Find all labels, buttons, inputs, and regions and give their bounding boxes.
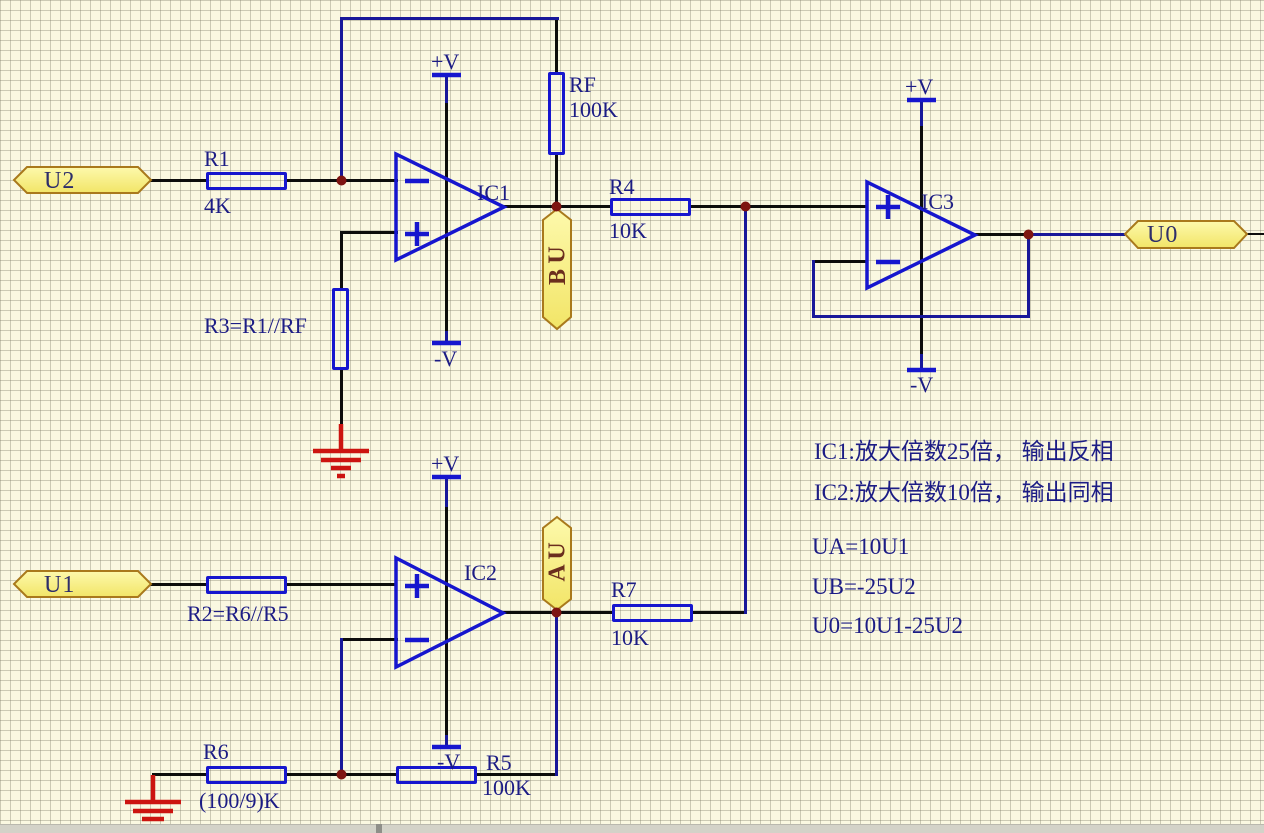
wire[interactable]: [286, 583, 397, 586]
power-stub[interactable]: [445, 477, 448, 507]
port-u2-label: U2: [44, 168, 76, 194]
resistor-r7-name: R7: [611, 577, 637, 602]
resistor-r6[interactable]: [206, 766, 287, 784]
wire[interactable]: [555, 152, 558, 208]
wire[interactable]: [691, 205, 868, 208]
opamp-ic2-label: IC2: [464, 560, 497, 585]
plus-symbol: [876, 195, 900, 219]
resistor-r1[interactable]: [206, 172, 287, 190]
plus-symbol: [405, 222, 429, 246]
power-stub[interactable]: [445, 75, 448, 103]
feedback-wire[interactable]: [812, 315, 1030, 318]
sheet-bottom-edge: [0, 824, 1264, 833]
resistor-r4-value: 10K: [609, 218, 647, 243]
vee-label: -V: [437, 749, 461, 774]
vcc-label: +V: [431, 49, 460, 74]
resistor-r5-name: R5: [486, 750, 512, 775]
wire[interactable]: [340, 369, 343, 426]
resistor-r6-name: R6: [203, 739, 229, 764]
wire[interactable]: [476, 773, 558, 776]
opamp-ic3-label: IC3: [921, 189, 954, 214]
resistor-r6-value: (100/9)K: [199, 788, 280, 813]
annotation-ic2-note: IC2:放大倍数10倍， 输出同相: [814, 480, 1114, 505]
opamp-ic3-body[interactable]: [865, 179, 979, 291]
resistor-r2-name: R2=R6//R5: [187, 601, 289, 626]
resistor-rf-name: RF: [569, 72, 596, 97]
scrollbar-thumb[interactable]: [376, 824, 382, 833]
port-u1-label: U1: [44, 572, 76, 598]
port-u1[interactable]: [12, 570, 153, 598]
resistor-r1-value: 4K: [204, 193, 231, 218]
vcc-label: +V: [905, 74, 934, 99]
feedback-wire[interactable]: [812, 260, 815, 318]
port-u0-label: U0: [1147, 222, 1179, 248]
resistor-r3[interactable]: [332, 288, 349, 370]
resistor-rf-value: 100K: [569, 97, 618, 122]
wire[interactable]: [973, 233, 1029, 236]
wire[interactable]: [555, 611, 558, 776]
power-rail[interactable]: [920, 122, 923, 358]
vcc-label: +V: [431, 451, 460, 476]
wire[interactable]: [341, 231, 398, 234]
power-stub[interactable]: [920, 354, 923, 371]
opamp-ic2-body[interactable]: [394, 555, 507, 670]
resistor-r5-value: 100K: [482, 775, 531, 800]
wire[interactable]: [812, 260, 868, 263]
resistor-rf[interactable]: [548, 72, 565, 155]
port-u0[interactable]: [1123, 220, 1249, 249]
wire[interactable]: [340, 231, 343, 289]
wire[interactable]: [341, 638, 398, 641]
resistor-r4-name: R4: [609, 174, 635, 199]
annotation-eq-ub: UB=-25U2: [812, 574, 916, 599]
wire[interactable]: [744, 205, 747, 614]
port-ub[interactable]: [542, 207, 572, 331]
annotation-eq-u0: U0=10U1-25U2: [812, 613, 963, 638]
port-u2[interactable]: [12, 166, 153, 194]
resistor-r3-name: R3=R1//RF: [204, 313, 307, 338]
opamp-ic1-body[interactable]: [394, 151, 508, 263]
power-stub[interactable]: [445, 735, 448, 748]
vee-label: -V: [910, 372, 934, 397]
opamp-ic1-label: IC1: [477, 180, 510, 205]
resistor-r1-name: R1: [204, 146, 230, 171]
wire[interactable]: [502, 205, 612, 208]
power-stub[interactable]: [445, 331, 448, 344]
resistor-r2[interactable]: [206, 576, 287, 594]
wire[interactable]: [1028, 233, 1125, 236]
power-stub[interactable]: [920, 100, 923, 126]
feedback-wire[interactable]: [340, 638, 343, 776]
resistor-r7[interactable]: [612, 604, 693, 622]
plus-symbol: [405, 574, 429, 598]
resistor-r5[interactable]: [396, 766, 477, 784]
wire[interactable]: [150, 583, 207, 586]
annotation-eq-ua: UA=10U1: [812, 534, 910, 559]
power-rail[interactable]: [445, 98, 448, 336]
wire[interactable]: [152, 773, 208, 776]
wire[interactable]: [150, 179, 207, 182]
power-rail[interactable]: [445, 503, 448, 740]
feedback-wire[interactable]: [1027, 233, 1030, 318]
wire[interactable]: [555, 18, 558, 74]
wire[interactable]: [692, 611, 747, 614]
ground-symbol[interactable]: [313, 424, 369, 479]
resistor-r4[interactable]: [610, 198, 691, 216]
feedback-wire[interactable]: [340, 17, 559, 20]
feedback-wire[interactable]: [340, 17, 343, 182]
resistor-r7-value: 10K: [611, 625, 649, 650]
annotation-ic1-note: IC1:放大倍数25倍， 输出反相: [814, 439, 1114, 464]
wire[interactable]: [1247, 233, 1264, 235]
ground-symbol[interactable]: [125, 775, 181, 830]
vee-label: -V: [434, 346, 458, 371]
